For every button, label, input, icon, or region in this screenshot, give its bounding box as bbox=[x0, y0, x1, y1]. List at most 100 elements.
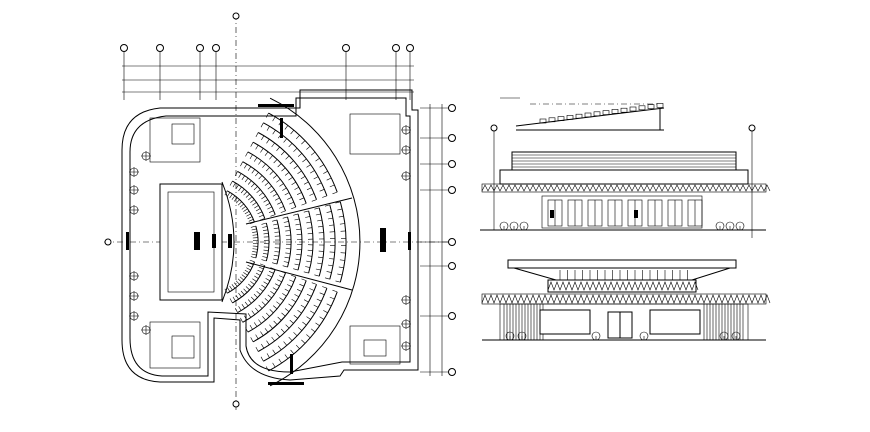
seat-divider bbox=[247, 264, 253, 268]
seat-divider bbox=[258, 304, 263, 309]
seat-divider bbox=[329, 296, 335, 300]
seat-divider bbox=[270, 189, 275, 193]
seat-divider bbox=[261, 343, 265, 349]
seat-divider bbox=[238, 186, 242, 192]
section-step-0 bbox=[539, 118, 547, 124]
seat-divider bbox=[248, 283, 253, 288]
seat-divider bbox=[252, 278, 257, 282]
lower-band-top-zigzag bbox=[547, 281, 699, 291]
plant-cross-4 bbox=[129, 291, 139, 301]
seat-divider bbox=[227, 287, 231, 292]
seat-divider bbox=[283, 261, 289, 263]
seat-divider bbox=[293, 165, 298, 169]
seat-divider bbox=[306, 293, 312, 297]
seat-divider bbox=[305, 266, 311, 268]
seat-divider bbox=[297, 310, 302, 314]
seat-divider bbox=[255, 307, 259, 312]
seat-divider bbox=[288, 336, 293, 341]
seat-divider bbox=[287, 284, 292, 287]
section-step-11 bbox=[638, 105, 646, 111]
seat-divider bbox=[316, 298, 322, 302]
section-step-9 bbox=[620, 107, 628, 113]
seat-divider bbox=[293, 315, 298, 319]
seat-divider bbox=[328, 224, 334, 226]
seat-divider bbox=[248, 196, 253, 201]
wall-mark-1 bbox=[258, 104, 294, 107]
seat-divider bbox=[255, 172, 259, 177]
seat-row-6-1 bbox=[318, 207, 325, 277]
stage-mark-2 bbox=[212, 234, 216, 248]
seat-divider bbox=[332, 289, 338, 293]
seat-divider bbox=[301, 278, 307, 281]
seat-divider bbox=[293, 147, 298, 152]
section-step-12 bbox=[647, 104, 655, 109]
seat-divider bbox=[291, 298, 296, 303]
seat-divider bbox=[232, 182, 236, 188]
seat-divider bbox=[266, 353, 270, 358]
seat-divider bbox=[272, 362, 276, 368]
seat-divider bbox=[267, 206, 273, 210]
seat-divider bbox=[245, 286, 250, 291]
seat-divider bbox=[253, 322, 258, 327]
seat-divider bbox=[252, 202, 257, 206]
seat-divider bbox=[306, 164, 311, 168]
seat-divider bbox=[322, 286, 328, 289]
seat-divider bbox=[251, 253, 257, 256]
seat-divider bbox=[239, 203, 244, 208]
seat-divider bbox=[306, 221, 312, 224]
seat-divider bbox=[276, 301, 281, 306]
seat-divider bbox=[261, 178, 266, 183]
seat-divider bbox=[275, 283, 280, 287]
seat-divider bbox=[293, 213, 299, 216]
wall-mark-4 bbox=[290, 354, 293, 374]
seat-divider bbox=[262, 253, 268, 255]
seat-divider bbox=[284, 256, 290, 259]
seat-divider bbox=[277, 316, 282, 321]
seat-divider bbox=[243, 272, 248, 276]
seat-divider bbox=[283, 221, 289, 223]
seat-divider bbox=[284, 308, 290, 312]
grid-bubble-top-4 bbox=[342, 44, 350, 52]
plant-cross-5 bbox=[129, 311, 139, 321]
seat-divider bbox=[285, 230, 291, 232]
seat-divider bbox=[328, 258, 334, 260]
seat-divider bbox=[335, 201, 341, 204]
seat-divider bbox=[235, 280, 240, 285]
section-step-3 bbox=[566, 115, 574, 120]
seat-divider bbox=[249, 154, 253, 160]
seat-divider bbox=[276, 146, 280, 151]
seat-divider bbox=[231, 284, 236, 289]
grid-bubble-right-6 bbox=[448, 312, 456, 320]
seat-divider bbox=[249, 259, 255, 263]
grid-bubble-top-2 bbox=[196, 44, 204, 52]
seat-divider bbox=[248, 219, 254, 222]
seat-divider bbox=[290, 349, 295, 354]
seat-divider bbox=[296, 254, 302, 256]
seat-divider bbox=[266, 139, 270, 144]
seat-divider bbox=[301, 203, 307, 206]
seat-divider bbox=[337, 208, 343, 211]
lower-band-mid-zigzag bbox=[481, 294, 771, 304]
seat-divider bbox=[309, 193, 315, 196]
seat-divider bbox=[315, 268, 321, 271]
seat-divider bbox=[261, 135, 265, 141]
stage-mark-3 bbox=[228, 234, 232, 248]
seat-divider bbox=[255, 346, 259, 352]
seat-divider bbox=[291, 206, 296, 210]
seat-divider bbox=[300, 176, 306, 180]
seat-divider bbox=[258, 192, 264, 197]
seat-divider bbox=[329, 184, 335, 188]
seat-divider bbox=[265, 202, 271, 206]
plant-cross-1 bbox=[129, 185, 139, 195]
upper-left-level-marker bbox=[490, 124, 498, 132]
upper-sign-1 bbox=[550, 210, 554, 218]
seat-divider bbox=[265, 278, 271, 282]
lower-decorative-band-top bbox=[547, 281, 699, 291]
seat-divider bbox=[252, 251, 258, 253]
seat-divider bbox=[297, 327, 303, 331]
wall-mark-6 bbox=[408, 232, 411, 250]
seat-divider bbox=[281, 167, 286, 172]
seat-divider bbox=[259, 263, 265, 266]
seat-divider bbox=[224, 288, 228, 294]
